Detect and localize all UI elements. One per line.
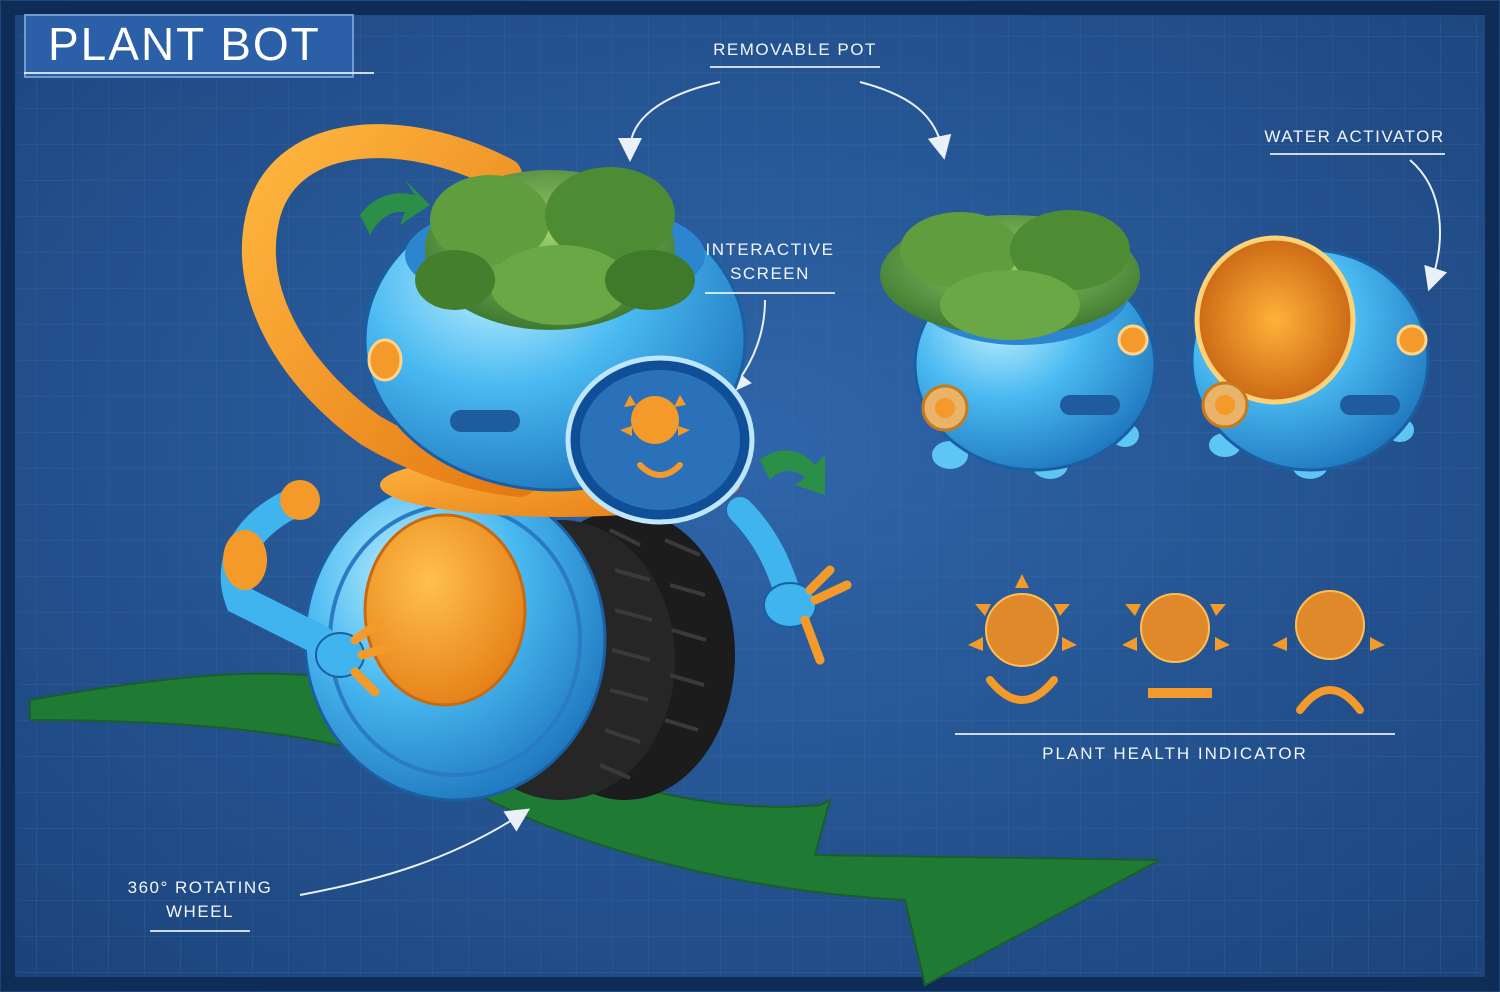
interactive-screen-label-line-1: INTERACTIVE xyxy=(700,238,840,262)
interactive-screen-underline xyxy=(705,292,835,294)
pot-side-button xyxy=(369,340,401,380)
page-title: PLANT BOT xyxy=(48,14,321,74)
interactive-screen-label: INTERACTIVE SCREEN xyxy=(700,238,840,286)
plant-foliage xyxy=(415,167,695,330)
orange-hub-disk xyxy=(365,515,525,705)
removable-pot-label: REMOVABLE POT xyxy=(700,38,890,62)
interactive-screen xyxy=(568,358,752,522)
rotating-wheel-label-line-1: 360° ROTATING xyxy=(120,876,280,900)
rotating-wheel-label-line-2: WHEEL xyxy=(120,900,280,924)
health-indicator-divider xyxy=(955,733,1395,735)
water-activator-underline xyxy=(1270,153,1445,155)
removable-pot-underline xyxy=(710,66,880,68)
plant-health-indicator-label: PLANT HEALTH INDICATOR xyxy=(1030,742,1320,766)
pot-slot xyxy=(450,410,520,432)
interactive-screen-label-line-2: SCREEN xyxy=(700,262,840,286)
water-activator-label: WATER ACTIVATOR xyxy=(1262,125,1447,149)
rotating-wheel-underline xyxy=(150,930,250,932)
rotating-wheel-label: 360° ROTATING WHEEL xyxy=(120,876,280,924)
